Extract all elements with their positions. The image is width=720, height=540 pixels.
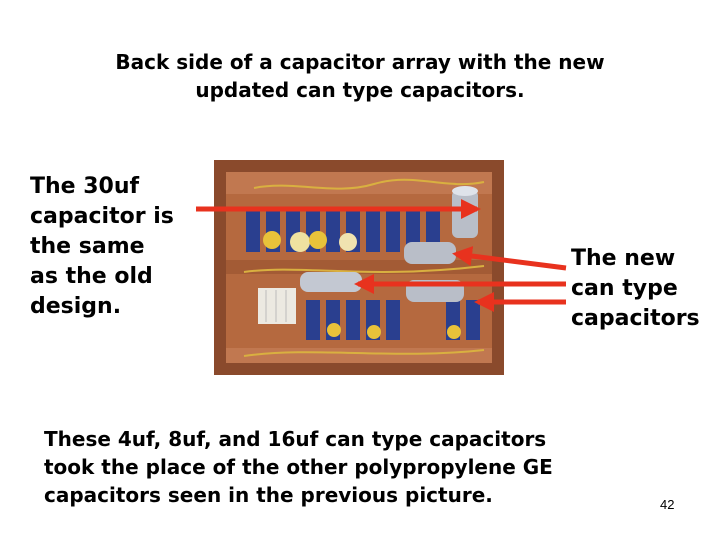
can-capacitor-top bbox=[452, 190, 478, 238]
can-capacitor-middle bbox=[404, 242, 456, 264]
can-capacitor-bottom bbox=[406, 280, 464, 302]
top-row-capacitors bbox=[246, 210, 440, 252]
bottom-caption: These 4uf, 8uf, and 16uf can type capaci… bbox=[44, 427, 553, 507]
can-capacitor-30uf bbox=[300, 272, 362, 292]
left-callout-text: The 30uf capacitor is the same as the ol… bbox=[30, 174, 174, 319]
slide-title: Back side of a capacitor array with the … bbox=[115, 50, 605, 102]
white-capacitor-block bbox=[258, 288, 296, 324]
bottom-row-capacitors bbox=[306, 300, 480, 340]
page-number: 42 bbox=[660, 497, 675, 512]
right-callout-text: The new can type capacitors bbox=[571, 246, 700, 331]
capacitor-array-photo bbox=[214, 160, 504, 375]
